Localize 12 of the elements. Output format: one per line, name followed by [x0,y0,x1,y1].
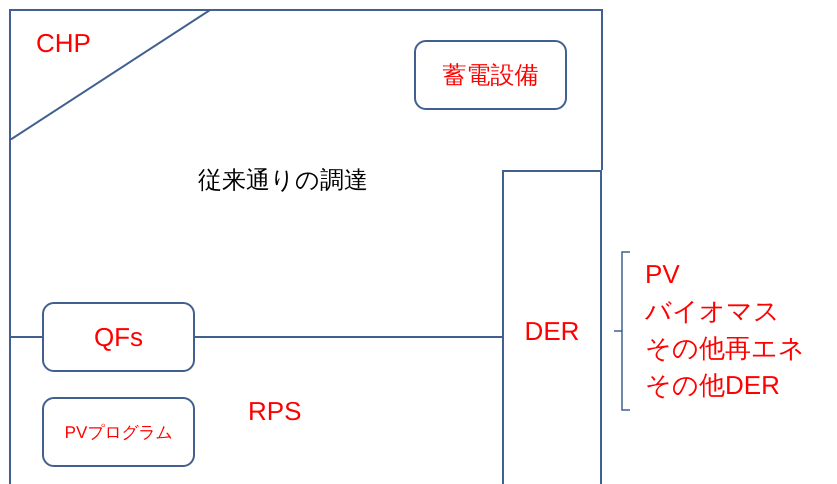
region-label: 従来通りの調達 [198,166,368,196]
rounded-box: QFs [42,302,195,372]
region-label: RPS [248,396,302,427]
corner-label: CHP [36,28,91,59]
column-label: DER [524,316,580,347]
list-item: PV [645,258,680,291]
column-box [502,170,602,484]
list-item: その他DER [645,369,780,402]
list-item: その他再エネ [645,332,805,365]
rounded-box: PVプログラム [42,397,195,467]
list-item: バイオマス [645,295,780,328]
rounded-box: 蓄電設備 [414,40,567,110]
